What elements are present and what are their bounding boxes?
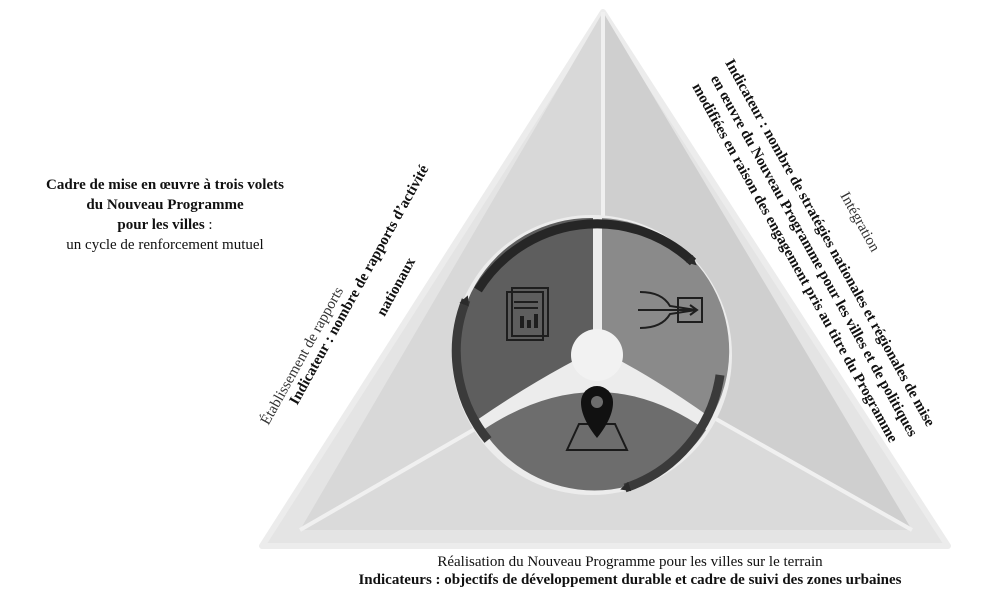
center-hub <box>571 329 623 381</box>
integration-arrows-icon <box>638 291 703 329</box>
title-line-2: du Nouveau Programme <box>86 197 244 213</box>
left-side-label: Établissement de rapports <box>257 284 347 428</box>
segment-right <box>602 218 730 418</box>
title-line-3: pour les villes : <box>0 215 330 235</box>
cycle-arrow-top-icon <box>474 219 697 293</box>
map-pin-icon <box>565 386 629 451</box>
left-facet <box>300 12 603 530</box>
bottom-caption: Réalisation du Nouveau Programme pour le… <box>300 553 960 589</box>
report-icon <box>506 287 549 341</box>
bottom-side-label: Réalisation du Nouveau Programme pour le… <box>437 554 823 570</box>
title-line-1: Cadre de mise en œuvre à trois volets <box>46 177 284 193</box>
title-colon: : <box>204 217 213 233</box>
bottom-side-indicator: Indicateurs : objectifs de développement… <box>358 572 902 588</box>
cycle-arrow-bottom-icon <box>620 374 725 493</box>
title-subtitle: un cycle de renforcement mutuel <box>66 237 264 253</box>
right-facet <box>603 12 912 530</box>
segment-bottom <box>483 392 706 491</box>
right-side-label: Intégration <box>837 189 883 255</box>
title-line-3-bold: pour les villes <box>117 217 205 233</box>
cycle-arrow-left-icon <box>451 295 492 443</box>
framework-title: Cadre de mise en œuvre à trois volets du… <box>0 175 330 255</box>
